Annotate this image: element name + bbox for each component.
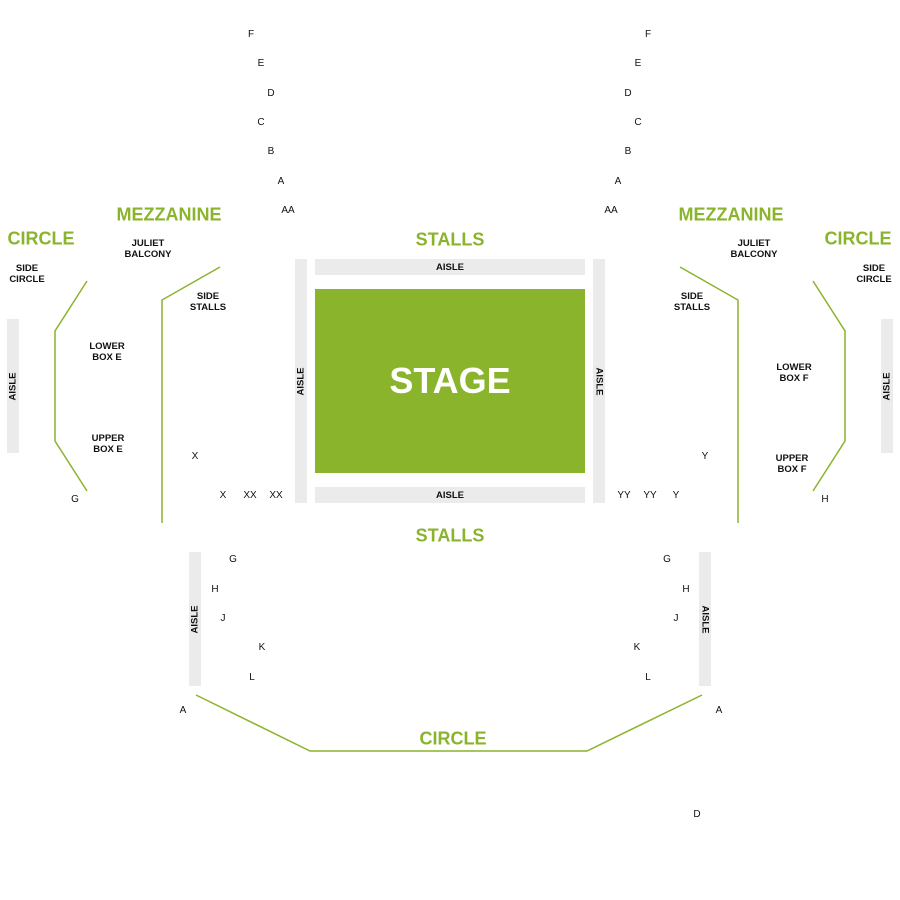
row-label: X: [191, 451, 199, 462]
section-stalls-bottom[interactable]: STALLS: [415, 525, 485, 546]
aisle-label: AISLE: [881, 372, 893, 400]
row-label: G: [71, 494, 79, 505]
row-label: YY: [643, 490, 657, 501]
row-label: XX: [269, 490, 283, 501]
stage-label: STAGE: [389, 360, 511, 401]
aisle-stage-left: AISLE: [295, 259, 307, 503]
row-label: AA: [604, 205, 618, 216]
aisle-label: AISLE: [295, 367, 307, 395]
section-circle-right[interactable]: CIRCLE: [824, 228, 892, 249]
row-label: L: [249, 672, 255, 683]
row-label: A: [179, 705, 187, 716]
row-label: F: [644, 29, 652, 40]
row-label: K: [258, 642, 266, 653]
row-label: F: [247, 29, 255, 40]
row-label: X: [219, 490, 227, 501]
row-label: J: [673, 613, 679, 624]
row-label: Y: [672, 490, 680, 501]
aisle-label: AISLE: [189, 605, 201, 633]
row-label: D: [624, 88, 632, 99]
row-label: D: [267, 88, 275, 99]
aisle-circle-left: AISLE: [7, 319, 19, 453]
row-label: A: [715, 705, 723, 716]
stage: STAGE: [315, 289, 585, 473]
row-label: B: [267, 146, 275, 157]
row-label: A: [614, 176, 622, 187]
section-stalls-top[interactable]: STALLS: [415, 229, 485, 250]
section-mezzanine-left[interactable]: MEZZANINE: [116, 204, 222, 225]
row-label: Y: [701, 451, 709, 462]
aisle-top: AISLE: [315, 259, 585, 275]
aisle-label: AISLE: [593, 367, 605, 395]
row-label: YY: [617, 490, 631, 501]
aisle-circle-right: AISLE: [881, 319, 893, 453]
row-label: J: [220, 613, 226, 624]
aisle-label: AISLE: [699, 605, 711, 633]
section-circle-bottom[interactable]: CIRCLE: [419, 728, 487, 749]
aisle-bottom: AISLE: [315, 487, 585, 503]
row-label: A: [277, 176, 285, 187]
section-mezzanine-right[interactable]: MEZZANINE: [678, 204, 784, 225]
aisle-label: AISLE: [7, 372, 19, 400]
row-label: H: [821, 494, 829, 505]
row-label: E: [257, 58, 265, 69]
row-label: C: [257, 117, 265, 128]
row-label: B: [624, 146, 632, 157]
aisle-lower-right: AISLE: [699, 552, 711, 686]
row-label: G: [663, 554, 671, 565]
aisle-stage-right: AISLE: [593, 259, 605, 503]
aisle-label: AISLE: [436, 261, 464, 273]
row-label: C: [634, 117, 642, 128]
section-circle-left[interactable]: CIRCLE: [7, 228, 75, 249]
row-label: D: [693, 809, 701, 820]
row-label: K: [633, 642, 641, 653]
row-label: H: [682, 584, 690, 595]
row-label: E: [634, 58, 642, 69]
row-label: XX: [243, 490, 257, 501]
row-label: G: [229, 554, 237, 565]
row-label: AA: [281, 205, 295, 216]
aisle-lower-left: AISLE: [189, 552, 201, 686]
row-label: L: [645, 672, 651, 683]
row-label: H: [211, 584, 219, 595]
aisle-label: AISLE: [436, 489, 464, 501]
